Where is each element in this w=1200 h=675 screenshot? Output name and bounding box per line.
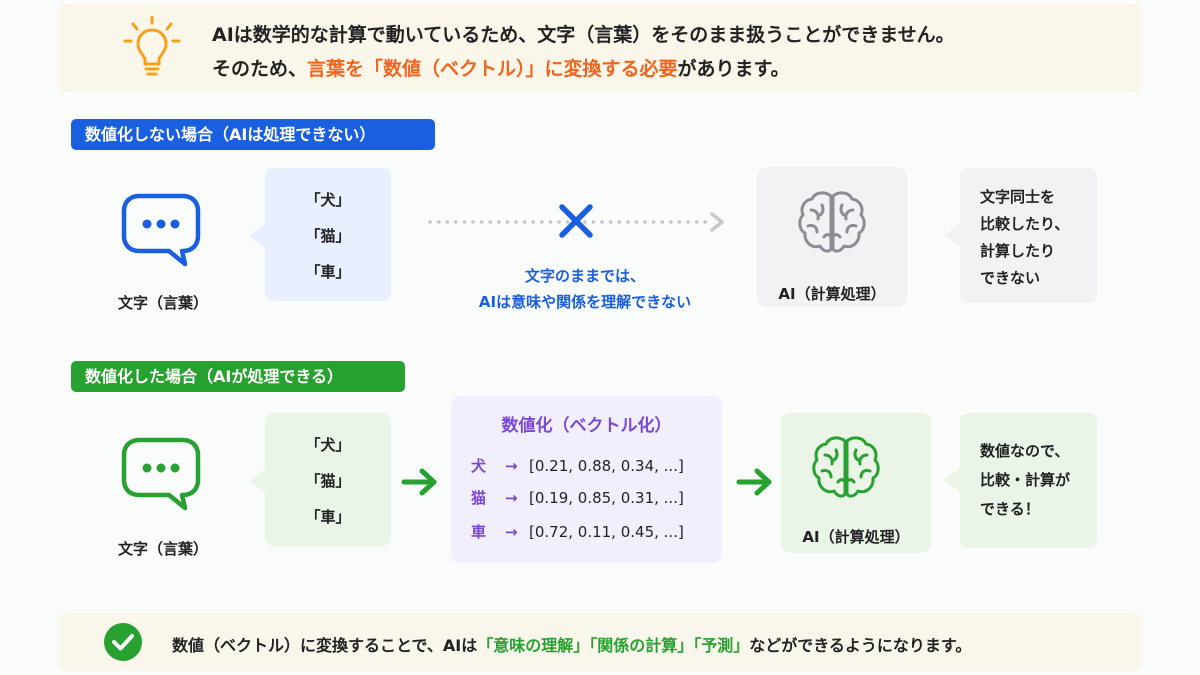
vector-row: 車 → [0.72, 0.11, 0.45, ...] bbox=[471, 521, 684, 542]
word-list-box: 「犬」 「猫」 「車」 bbox=[265, 168, 391, 301]
ai-label: AI（計算処理） bbox=[778, 285, 886, 303]
word-item: 「車」 bbox=[305, 508, 351, 526]
chat-bubble-icon bbox=[121, 437, 201, 511]
section-label-no-vectorize: 数値化しない場合（AIは処理できない） bbox=[71, 119, 435, 150]
vector-value: [0.21, 0.88, 0.34, ...] bbox=[529, 457, 684, 475]
vectorization-box bbox=[451, 396, 722, 563]
word-list-box: 「犬」 「猫」 「車」 bbox=[265, 413, 391, 546]
section-label-vectorize: 数値化した場合（AIが処理できる） bbox=[71, 361, 405, 392]
lightbulb-icon bbox=[123, 15, 181, 76]
note-line: 文字同士を bbox=[980, 188, 1056, 206]
bottom-banner bbox=[57, 613, 1143, 671]
bottom-summary: 数値（ベクトル）に変換することで、AIは「意味の理解」「関係の計算」「予測」など… bbox=[172, 632, 971, 656]
note-line: できる！ bbox=[980, 500, 1040, 518]
banner-line-2-pre: そのため、 bbox=[212, 58, 308, 80]
vector-value: [0.72, 0.11, 0.45, ...] bbox=[529, 523, 684, 541]
check-circle-icon bbox=[104, 623, 142, 661]
brain-icon bbox=[798, 191, 866, 253]
banner-highlight: 言葉を「数値（ベクトル）」に変換する必要 bbox=[307, 58, 678, 80]
bottom-post: などができるようになります。 bbox=[749, 636, 972, 655]
note-line: 比較・計算が bbox=[980, 471, 1071, 489]
speech-tail bbox=[249, 469, 265, 493]
note-line: 数値なので、 bbox=[980, 442, 1070, 460]
bottom-pre: 数値（ベクトル）に変換することで、AIは bbox=[172, 636, 478, 655]
word-item: 「猫」 bbox=[305, 227, 351, 245]
note-line: できない bbox=[980, 269, 1041, 287]
speech-tail bbox=[944, 468, 960, 492]
note-line: 比較したり、 bbox=[980, 215, 1070, 233]
banner-line-2-post: があります。 bbox=[677, 58, 790, 80]
vector-row: 猫 → [0.19, 0.85, 0.31, ...] bbox=[471, 487, 684, 508]
brain-icon bbox=[812, 436, 880, 498]
speech-tail bbox=[249, 224, 265, 248]
caption-text-words: 文字（言葉） bbox=[118, 294, 209, 312]
speech-tail bbox=[944, 223, 960, 247]
chat-bubble-icon bbox=[121, 193, 201, 267]
note-cannot-compute: 文字同士を 比較したり、 計算したり できない bbox=[960, 168, 1097, 303]
vector-key: 猫 bbox=[471, 489, 487, 507]
vector-key: 犬 bbox=[471, 457, 487, 475]
banner-line-2: そのため、言葉を「数値（ベクトル）」に変換する必要があります。 bbox=[212, 54, 790, 81]
word-item: 「犬」 bbox=[305, 191, 351, 209]
arrow-glyph: → bbox=[505, 457, 518, 475]
dotted-arrow bbox=[428, 212, 724, 232]
cannot-understand-message: 文字のままでは、 AIは意味や関係を理解できない bbox=[420, 263, 750, 315]
ai-label: AI（計算処理） bbox=[802, 528, 910, 546]
vector-value: [0.19, 0.85, 0.31, ...] bbox=[529, 489, 684, 507]
arrow-glyph: → bbox=[505, 523, 518, 541]
arrow-right-icon bbox=[736, 468, 772, 496]
arrow-glyph: → bbox=[505, 489, 518, 507]
word-item: 「犬」 bbox=[305, 436, 351, 454]
vector-row: 犬 → [0.21, 0.88, 0.34, ...] bbox=[471, 455, 684, 476]
cross-icon bbox=[559, 204, 593, 238]
caption-text-words: 文字（言葉） bbox=[118, 540, 209, 558]
word-item: 「猫」 bbox=[305, 472, 351, 490]
top-banner bbox=[57, 4, 1143, 92]
vector-key: 車 bbox=[471, 523, 487, 541]
note-line: 計算したり bbox=[980, 242, 1056, 260]
message-line-1: 文字のままでは、 bbox=[524, 267, 645, 285]
ai-box-green bbox=[781, 413, 931, 553]
message-line-2: AIは意味や関係を理解できない bbox=[478, 293, 692, 311]
word-item: 「車」 bbox=[305, 263, 351, 281]
bottom-highlight: 「意味の理解」「関係の計算」「予測」 bbox=[477, 636, 750, 655]
note-can-compute: 数値なので、 比較・計算が できる！ bbox=[960, 413, 1097, 548]
vectorization-title: 数値化（ベクトル化） bbox=[501, 416, 672, 436]
arrow-right-icon bbox=[401, 468, 437, 496]
banner-line-1: AIは数学的な計算で動いているため、文字（言葉）をそのまま扱うことができません。 bbox=[212, 24, 955, 46]
